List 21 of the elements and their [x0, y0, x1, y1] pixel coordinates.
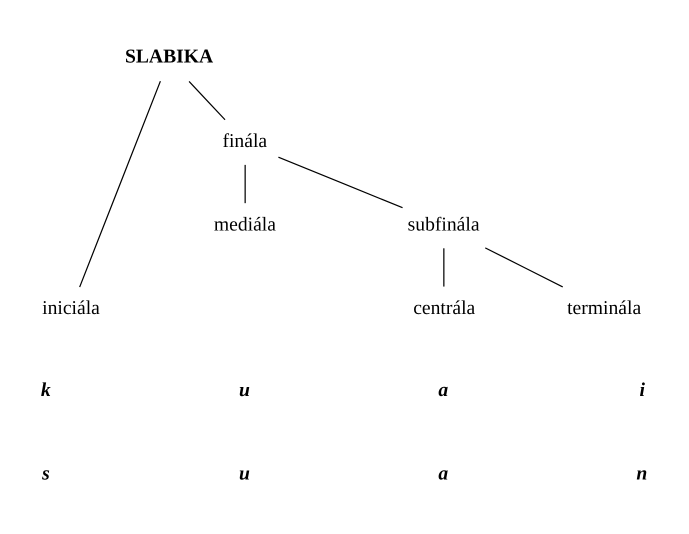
connector [278, 156, 403, 208]
label: u [239, 380, 250, 401]
node-text: centrála [413, 297, 476, 318]
connector [188, 80, 226, 120]
label: a [438, 380, 448, 401]
node-text: finála [222, 130, 268, 152]
label: n [636, 462, 648, 484]
node-text: terminála [567, 297, 642, 318]
node-text: subfinála [408, 214, 480, 235]
node-text: mediála [214, 214, 276, 235]
connector [484, 246, 563, 287]
node-text: SLABIKA [124, 46, 214, 67]
connector [443, 248, 444, 286]
node-text: iniciála [42, 297, 100, 318]
label: a [438, 462, 448, 484]
label: u [239, 462, 250, 484]
label: s [42, 462, 50, 484]
label: i [639, 380, 645, 401]
connector [79, 80, 161, 287]
connector [244, 164, 246, 203]
label: k [40, 380, 51, 401]
